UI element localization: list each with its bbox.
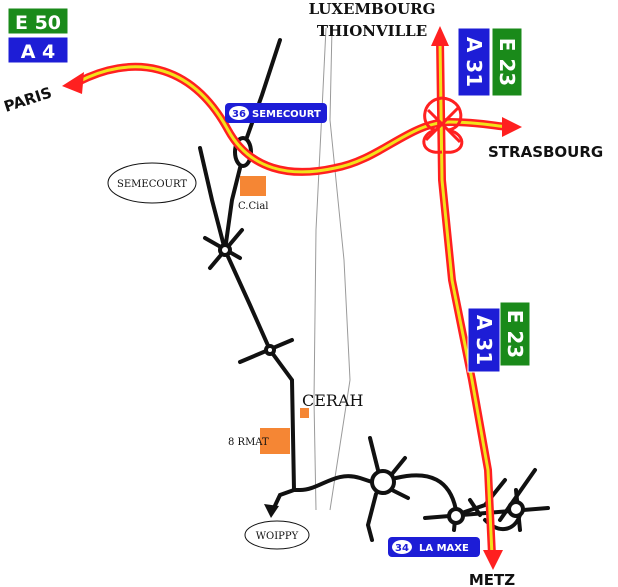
- motorway-a31: [436, 36, 496, 559]
- place-cerah: CERAH: [302, 391, 364, 410]
- junction-rings: [218, 136, 525, 525]
- semecourt-ellipse: [107, 162, 197, 204]
- exit-semecourt-name: SEMECOURT: [252, 109, 321, 120]
- sign-a4: A 4: [7, 36, 69, 64]
- direction-arrows: [62, 26, 522, 570]
- sign-e23-top: E 23: [491, 27, 523, 97]
- woippy-ellipse: [244, 520, 310, 550]
- place-semecourt: SEMECOURT: [117, 179, 187, 190]
- exit-semecourt-badge: 36 SEMECOURT: [225, 103, 327, 123]
- place-ccial: C.Cial: [238, 201, 268, 212]
- cloverleaf-interchange: [422, 96, 464, 154]
- sign-a31-top: A 31: [457, 27, 491, 97]
- arrow-metz: [483, 550, 503, 570]
- dest-metz: METZ: [469, 571, 515, 587]
- sign-a31-bottom-text: A 31: [472, 315, 496, 365]
- place-rmat: 8 RMAT: [228, 437, 269, 448]
- arrow-strasbourg: [502, 117, 522, 137]
- sign-e23-bottom-text: E 23: [503, 310, 527, 358]
- sign-e50: E 50: [7, 7, 69, 35]
- dest-luxembourg: LUXEMBOURG: [309, 0, 436, 18]
- place-woippy: WOIPPY: [256, 531, 299, 542]
- exit-la-maxe-number: 34: [395, 543, 409, 554]
- dest-paris: PARIS: [2, 83, 54, 115]
- arrow-north: [431, 26, 449, 46]
- sign-a4-text: A 4: [21, 41, 56, 63]
- motorway-a4: [74, 62, 512, 176]
- sign-a31-bottom: A 31: [467, 307, 501, 373]
- cerah-marker: [300, 408, 309, 418]
- sign-e50-text: E 50: [15, 12, 61, 34]
- railway: [313, 27, 351, 511]
- ccial-marker: [240, 176, 266, 196]
- sign-a31-top-text: A 31: [462, 37, 486, 87]
- exit-la-maxe-name: LA MAXE: [419, 543, 469, 554]
- rmat-marker: [260, 428, 290, 454]
- exit-semecourt-number: 36: [232, 109, 246, 120]
- sign-e23-bottom: E 23: [499, 301, 531, 367]
- dest-strasbourg: STRASBOURG: [488, 143, 603, 161]
- sign-e23-top-text: E 23: [495, 38, 519, 86]
- dest-thionville: THIONVILLE: [317, 22, 427, 40]
- exit-la-maxe-badge: 34 LA MAXE: [388, 537, 480, 557]
- arrow-paris: [62, 72, 84, 94]
- arrow-woippy: [264, 504, 279, 518]
